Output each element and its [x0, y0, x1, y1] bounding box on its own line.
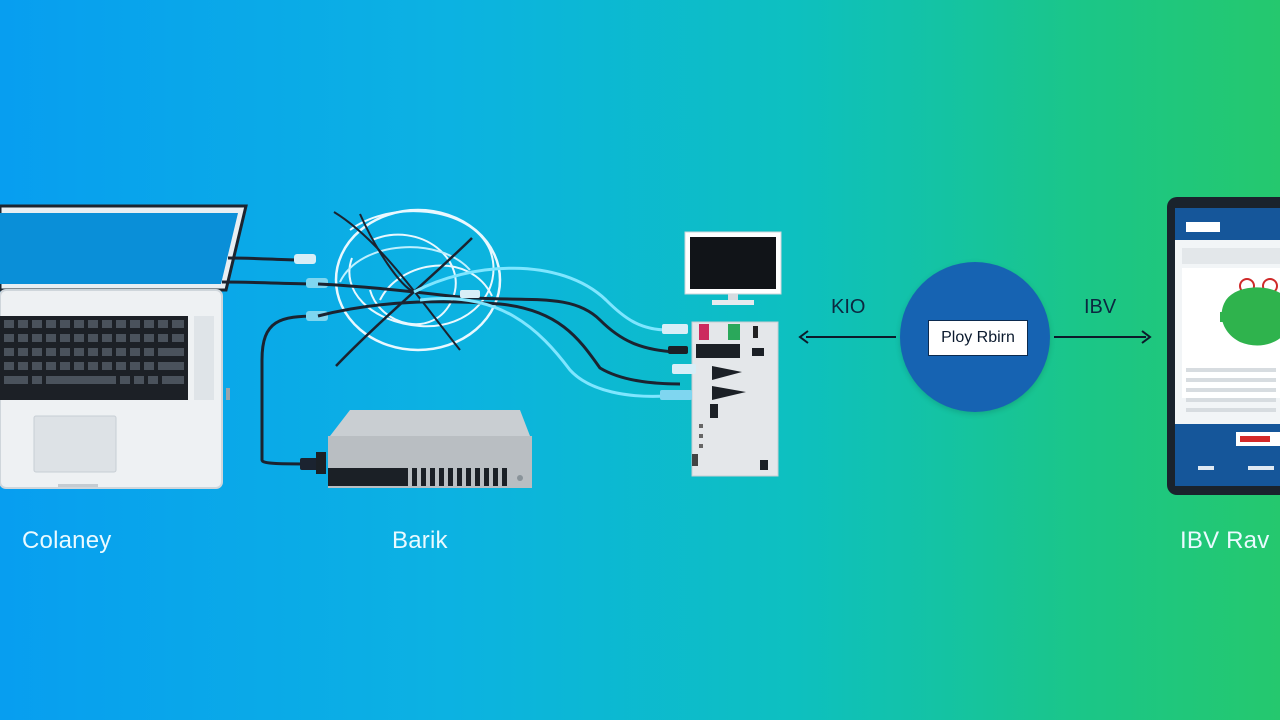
arrow-right-label: IBV: [1084, 296, 1117, 318]
arrow-left: [798, 330, 896, 344]
cable-tangle-icon: [317, 208, 681, 398]
cable-connectors: [294, 254, 328, 470]
server-plugs: [660, 324, 696, 400]
monitor-icon: [684, 231, 782, 305]
arrow-left-label: KIO: [831, 296, 866, 318]
laptop-icon: [0, 204, 248, 489]
arrow-right: [1054, 330, 1152, 344]
server-icon: [691, 321, 779, 477]
laptop-label: Colaney: [22, 527, 112, 554]
center-node-label: Ploy Rbirn: [928, 320, 1028, 356]
tablet-label: IBV Rav: [1180, 527, 1270, 554]
laptop-cables: [221, 256, 321, 466]
center-node: Ploy Rbirn: [900, 262, 1050, 412]
router-label: Barik: [392, 527, 448, 554]
tablet-icon: [1167, 197, 1280, 495]
router-icon: [316, 410, 532, 488]
